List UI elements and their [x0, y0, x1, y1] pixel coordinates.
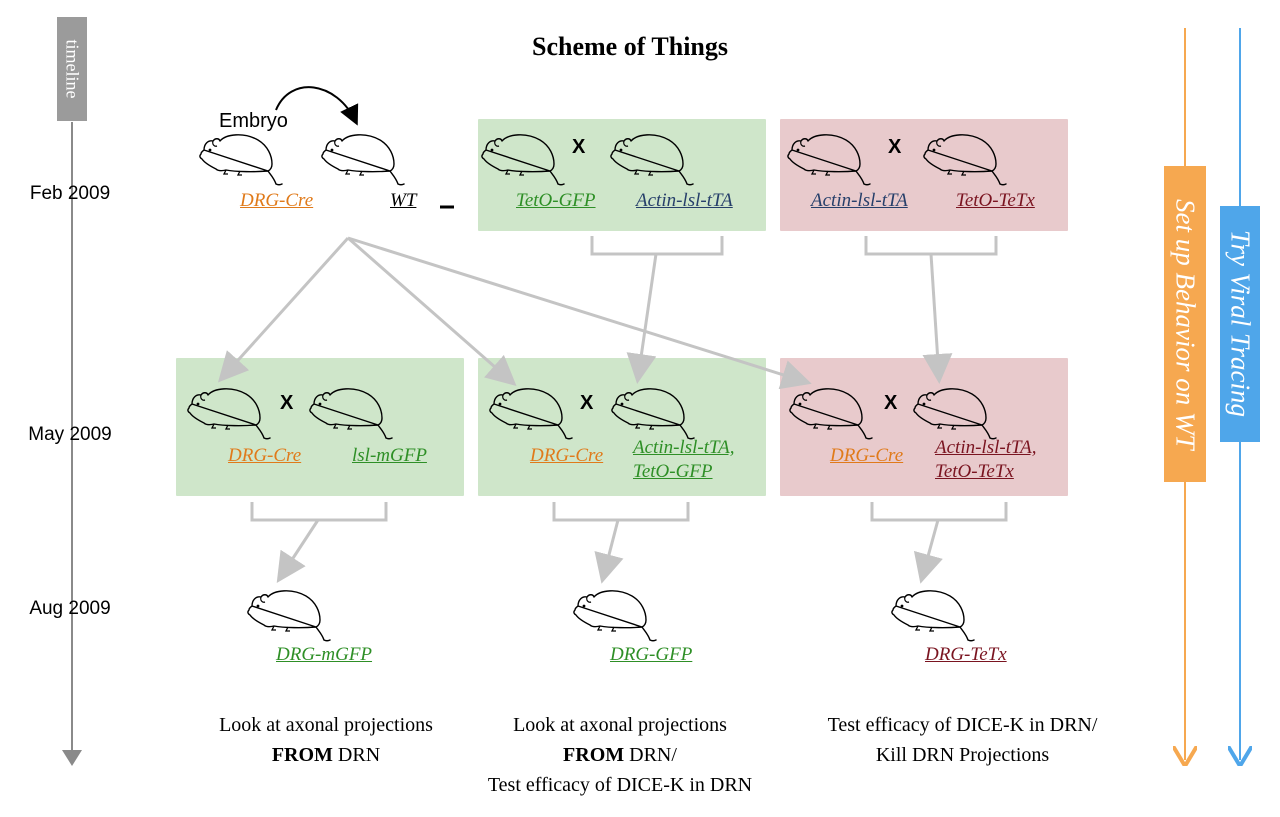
caption-middle-bold: FROM — [563, 744, 625, 766]
behavior-track-label: Set up Behavior on WT — [1164, 166, 1206, 482]
label-drg-tetx: DRG-TeTx — [925, 644, 1007, 665]
arrow-top-right-down — [922, 253, 953, 384]
label-drg-mgfp: DRG-mGFP — [276, 644, 373, 665]
panel-top-middle — [478, 119, 766, 231]
cross-symbol: X — [884, 392, 898, 414]
caption-right-line2: Kill DRN Projections — [875, 744, 1050, 766]
caption-middle-line1: Look at axonal projections — [513, 714, 727, 736]
cross-symbol: X — [580, 392, 594, 414]
caption-left-line1: Look at axonal projections — [219, 714, 433, 736]
mouse-icon-actin-lsl-tta — [607, 128, 697, 188]
mouse-icon-actin-teto-tetx — [910, 382, 1000, 442]
page-title: Scheme of Things — [532, 32, 728, 61]
mouse-icon-drg-mgfp — [244, 584, 334, 644]
mouse-icon-drg-tetx — [888, 584, 978, 644]
caption-middle-line3: Test efficacy of DICE-K in DRN — [487, 774, 753, 796]
caption-middle: Look at axonal projections FROM DRN/ Tes… — [455, 710, 785, 800]
arrow-to-mid-middle — [347, 236, 517, 386]
caption-middle-rest: DRN/ — [624, 744, 677, 766]
mouse-icon-actin-teto-gfp — [608, 382, 698, 442]
label-drg-cre-mr: DRG-Cre — [830, 445, 904, 466]
caption-middle-line2: FROM DRN/ — [455, 740, 785, 770]
date-may-2009: May 2009 — [28, 424, 112, 445]
label-actin-lsl-tta-mm: Actin-lsl-tTA, — [633, 437, 735, 458]
cross-symbol: X — [572, 136, 586, 158]
date-aug-2009: Aug 2009 — [29, 598, 111, 619]
caption-right: Test efficacy of DICE-K in DRN/ Kill DRN… — [790, 710, 1135, 770]
timeline-label-box: timeline — [57, 17, 87, 121]
cross-symbol: X — [280, 392, 294, 414]
bracket-mid-right — [870, 502, 1008, 522]
label-teto-gfp: TetO-GFP — [516, 190, 596, 211]
label-drg-gfp: DRG-GFP — [610, 644, 693, 665]
caption-right-line1: Test efficacy of DICE-K in DRN/ — [827, 714, 1098, 736]
label-teto-tetx-mr: TetO-TeTx — [935, 461, 1014, 482]
mouse-icon-lsl-mgfp — [306, 382, 396, 442]
label-teto-gfp-mm: TetO-GFP — [633, 461, 713, 482]
bracket-mid-middle — [552, 502, 690, 522]
label-teto-tetx: TetO-TeTx — [956, 190, 1035, 211]
label-actin-lsl-tta-right: Actin-lsl-tTA — [811, 190, 908, 211]
label-actin-lsl-tta-top: Actin-lsl-tTA — [636, 190, 733, 211]
date-feb-2009: Feb 2009 — [29, 183, 111, 204]
viral-track-label: Try Viral Tracing — [1220, 206, 1260, 442]
arrow-to-mid-left — [217, 236, 350, 383]
mouse-icon-drg-cre-mm — [486, 382, 576, 442]
bracket-mid-left — [250, 502, 388, 522]
arrow-mid-right-down — [913, 519, 943, 584]
caption-left-bold: FROM — [271, 744, 333, 766]
arrow-to-mid-right — [347, 236, 812, 390]
arrow-mid-left-down — [276, 519, 320, 584]
label-wt: WT — [390, 190, 417, 211]
embryo-arrow — [275, 86, 359, 126]
behavior-track-text: Set up Behavior on WT — [1170, 198, 1201, 450]
mouse-icon-drg-cre-top — [196, 128, 286, 188]
bracket-top-right — [864, 236, 998, 256]
label-drg-cre-mm: DRG-Cre — [530, 445, 604, 466]
caption-left-rest: DRN — [332, 744, 381, 766]
caption-left-line2: FROM DRN — [176, 740, 476, 770]
arrow-mid-middle-down — [594, 519, 624, 584]
viral-track-text: Try Viral Tracing — [1225, 230, 1256, 418]
mouse-icon-teto-gfp — [478, 128, 568, 188]
mouse-icon-teto-tetx — [920, 128, 1010, 188]
mouse-icon-drg-cre-ml — [184, 382, 274, 442]
timeline-axis — [62, 122, 82, 766]
panel-mid-middle — [478, 358, 766, 496]
mouse-icon-drg-cre-mr — [786, 382, 876, 442]
cross-symbol: X — [888, 136, 902, 158]
bracket-top-middle — [590, 236, 724, 256]
label-drg-cre-ml: DRG-Cre — [228, 445, 302, 466]
mouse-icon-wt — [318, 128, 408, 188]
label-lsl-mgfp: lsl-mGFP — [352, 445, 427, 466]
label-drg-cre-top: DRG-Cre — [240, 190, 314, 211]
embryo-label: Embryo — [219, 110, 288, 132]
mouse-icon-actin-lsl-tta-2 — [784, 128, 874, 188]
mouse-icon-drg-gfp — [570, 584, 660, 644]
caption-left: Look at axonal projections FROM DRN — [176, 710, 476, 770]
label-actin-lsl-tta-mr: Actin-lsl-tTA, — [935, 437, 1037, 458]
arrow-top-middle-down — [626, 253, 658, 384]
